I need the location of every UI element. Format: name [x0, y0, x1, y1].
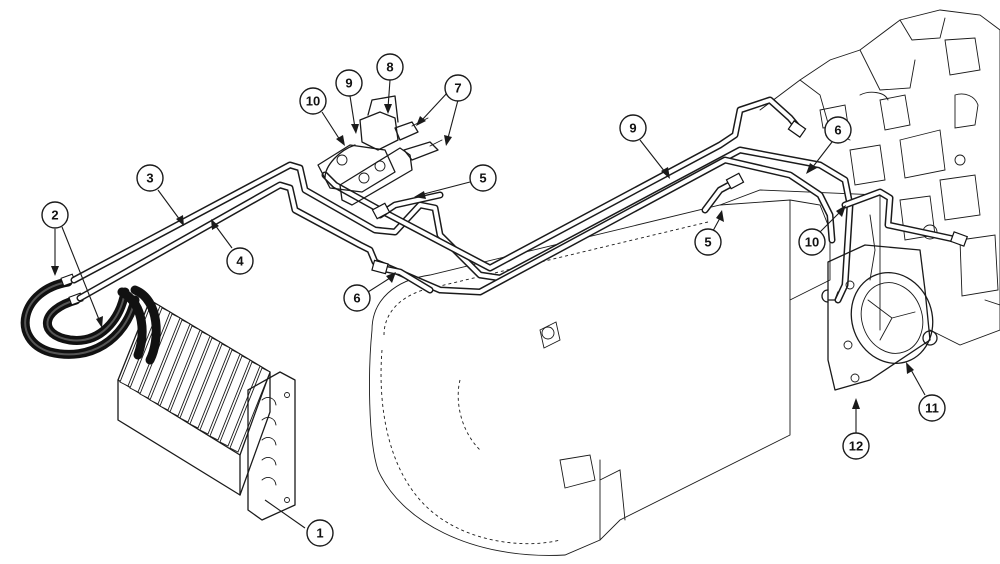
callout-12-label: 12 [849, 439, 863, 454]
callout-6b: 6 [806, 116, 852, 174]
callout-9b: 9 [619, 114, 670, 179]
callout-9a: 9 [335, 69, 363, 134]
callout-12: 12 [842, 398, 870, 460]
valve-assembly [317, 95, 443, 206]
callout-6a: 6 [343, 272, 396, 312]
callout-3: 3 [136, 164, 184, 226]
steel-pipes [70, 96, 969, 304]
callout-10a: 10 [299, 87, 345, 146]
callout-6b-label: 6 [834, 123, 841, 138]
callout-2: 2 [41, 201, 103, 328]
callout-7-label: 7 [454, 81, 461, 96]
callout-4: 4 [211, 219, 254, 275]
callout-7: 7 [416, 74, 472, 146]
cooler-hoses [20, 273, 161, 365]
callout-11-label: 11 [925, 401, 939, 416]
callout-4-label: 4 [236, 254, 244, 269]
callout-9a-label: 9 [345, 76, 352, 91]
callout-2-label: 2 [51, 208, 58, 223]
hydraulic-pump [821, 244, 938, 391]
callout-5a-label: 5 [479, 171, 486, 186]
callout-5a: 5 [414, 164, 497, 199]
callout-9b-label: 9 [629, 121, 636, 136]
callouts: 1 2 3 4 5 [41, 53, 946, 547]
callout-3-label: 3 [146, 171, 153, 186]
callout-10a-label: 10 [306, 94, 320, 109]
callout-5b: 5 [694, 210, 724, 256]
callout-8: 8 [376, 53, 404, 114]
callout-10b: 10 [798, 205, 846, 256]
callout-11: 11 [906, 362, 946, 422]
callout-6a-label: 6 [353, 291, 360, 306]
callout-10b-label: 10 [805, 235, 819, 250]
engine-block [759, 9, 1000, 346]
callout-1-label: 1 [316, 526, 323, 541]
callout-1: 1 [264, 499, 334, 547]
callout-8-label: 8 [386, 60, 393, 75]
callout-5b-label: 5 [704, 235, 711, 250]
